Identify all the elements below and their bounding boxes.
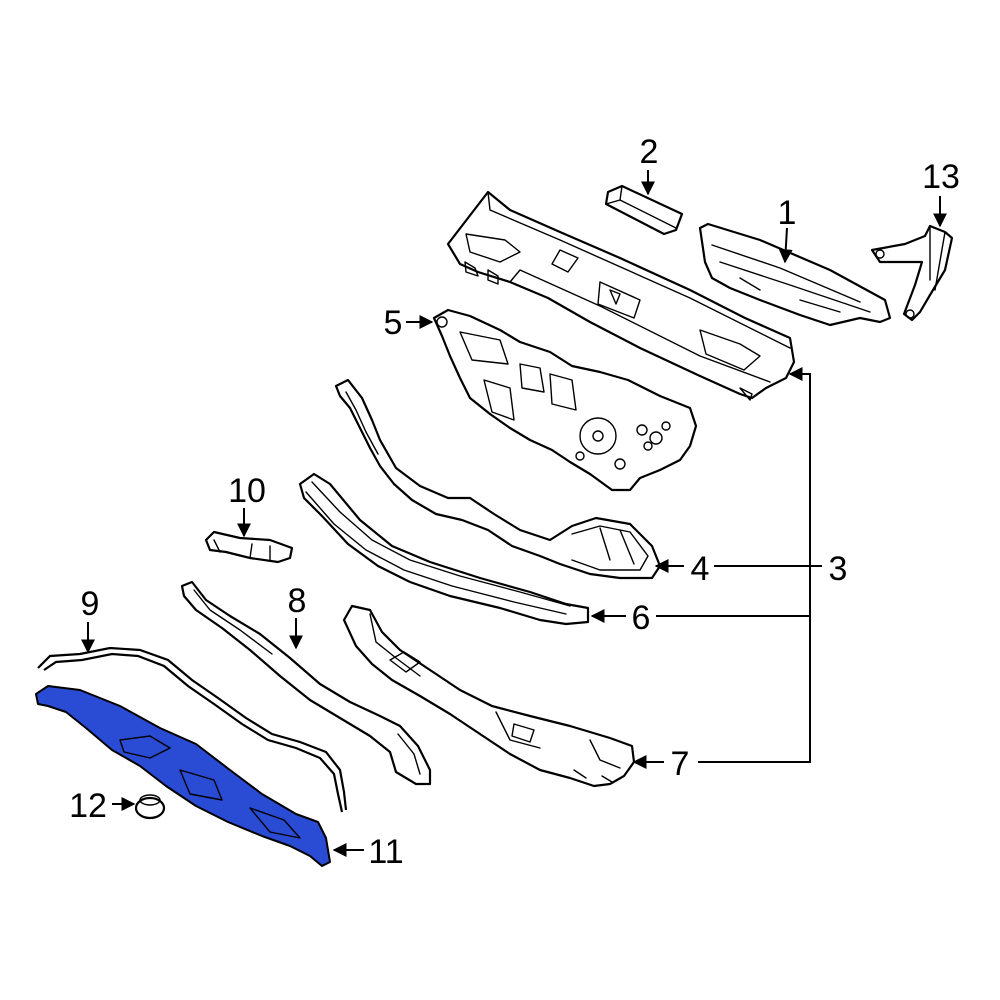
- callout-2: 2: [640, 133, 659, 171]
- callout-11: 11: [368, 833, 403, 871]
- callout-10: 10: [228, 472, 266, 510]
- part-7-lower-cowl: [342, 604, 636, 788]
- callout-13: 13: [922, 158, 960, 196]
- callout-12: 12: [69, 787, 107, 825]
- part-12-clip: [134, 794, 166, 820]
- part-13-bracket: [870, 224, 954, 322]
- part-10-bracket: [204, 530, 294, 564]
- callout-labels: 1 2 3 4 5 6 7 8 9 10 11 12 13: [69, 133, 960, 871]
- part-8-seal: [180, 580, 432, 786]
- callout-8: 8: [288, 582, 307, 620]
- callout-5: 5: [384, 304, 403, 342]
- part-5-dash-insulator: [432, 308, 698, 492]
- callout-6: 6: [632, 599, 651, 637]
- callout-7: 7: [671, 745, 690, 783]
- leader-lines: [81, 170, 947, 857]
- callout-1: 1: [778, 194, 797, 232]
- callout-3: 3: [829, 550, 848, 588]
- part-2-seal-block: [604, 184, 684, 236]
- part-6-cowl-cross-panel: [298, 472, 590, 626]
- callout-9: 9: [81, 585, 100, 623]
- callout-4: 4: [691, 550, 710, 588]
- part-3-dash-upper-panel: [446, 190, 796, 401]
- part-11-highlighted-panel: [35, 685, 331, 867]
